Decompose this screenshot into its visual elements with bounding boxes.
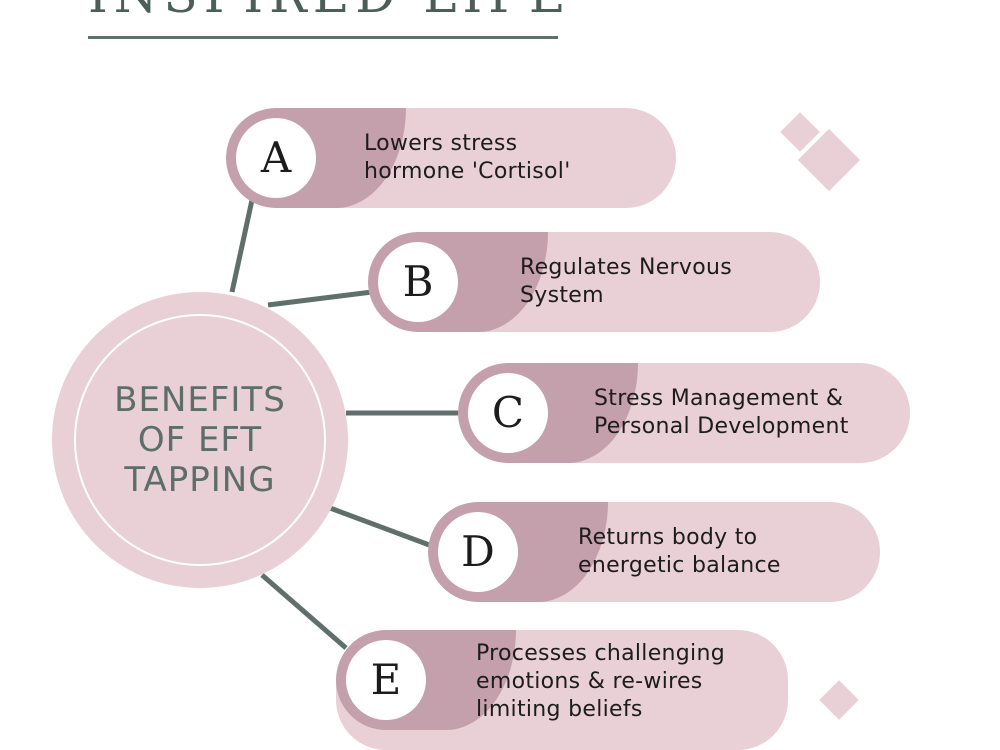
benefit-text-line: Processes challenging <box>476 641 725 666</box>
benefit-text-line: Returns body to <box>578 525 758 550</box>
center-circle: BENEFITS OF EFT TAPPING <box>52 292 348 588</box>
benefit-text-line: emotions & re-wires <box>476 669 703 694</box>
benefit-text: Regulates Nervous System <box>520 254 732 310</box>
center-title-line: OF EFT <box>137 420 263 460</box>
benefit-text: Lowers stress hormone 'Cortisol' <box>364 130 571 186</box>
benefit-letter: B <box>402 257 434 306</box>
benefit-text-line: Lowers stress <box>364 131 518 156</box>
benefit-text: Processes challenging emotions & re-wire… <box>476 640 725 724</box>
center-title-line: TAPPING <box>124 460 276 500</box>
benefit-text-line: Regulates Nervous <box>520 255 732 280</box>
benefit-card-c: C Stress Management & Personal Developme… <box>458 363 910 463</box>
benefit-text: Stress Management & Personal Development <box>594 385 849 441</box>
center-title: BENEFITS OF EFT TAPPING <box>52 380 348 500</box>
letter-badge <box>438 512 518 592</box>
connector-lines <box>229 199 462 650</box>
brand-logo-text: INSPIRED LIFE <box>88 0 571 24</box>
benefit-card-b: B Regulates Nervous System <box>368 232 820 332</box>
connector-a <box>229 199 255 293</box>
letter-badge <box>378 242 458 322</box>
header-divider <box>88 36 558 39</box>
benefit-letter: A <box>260 133 292 182</box>
connector-d <box>329 505 433 549</box>
benefit-text-line: limiting beliefs <box>476 697 643 722</box>
letter-badge <box>468 373 548 453</box>
connector-b <box>267 289 373 308</box>
benefit-text: Returns body to energetic balance <box>578 524 781 580</box>
benefit-letter: E <box>370 655 402 704</box>
benefit-card-d: D Returns body to energetic balance <box>428 502 880 602</box>
benefit-text-line: Stress Management & <box>594 386 844 411</box>
benefit-card-e: E Processes challenging emotions & re-wi… <box>336 630 788 750</box>
benefit-card-a: A Lowers stress hormone 'Cortisol' <box>226 108 676 208</box>
benefit-text-line: energetic balance <box>578 553 781 578</box>
benefit-text-line: System <box>520 283 604 308</box>
benefit-letter: C <box>491 388 525 437</box>
center-title-line: BENEFITS <box>114 380 286 420</box>
benefit-text-line: hormone 'Cortisol' <box>364 159 571 184</box>
letter-badge <box>236 118 316 198</box>
benefit-letter: D <box>461 527 495 576</box>
benefit-text-line: Personal Development <box>594 414 849 439</box>
center-ring <box>74 314 326 566</box>
connector-e <box>260 573 348 650</box>
